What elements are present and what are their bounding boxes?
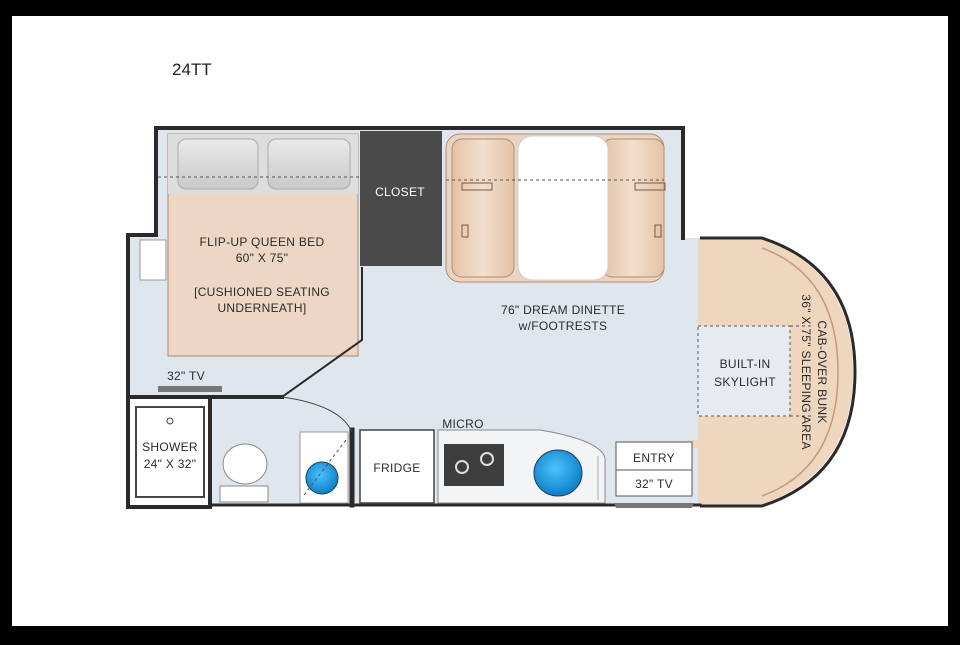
bed-label-line4: UNDERNEATH] xyxy=(217,301,306,315)
seatbelt-right xyxy=(634,182,666,191)
entry-tv-cabinet xyxy=(615,469,693,497)
toilet-tank xyxy=(219,485,269,503)
entry-tv xyxy=(614,503,694,508)
shower-drain xyxy=(166,417,174,425)
bedroom-tv-label: 32" TV xyxy=(167,369,205,383)
footrest-right xyxy=(654,224,662,238)
bath-door-swing xyxy=(281,396,353,433)
skylight-label-line2: SKYLIGHT xyxy=(714,375,776,389)
bunk-label-line1: CAB-OVER BUNK xyxy=(815,320,829,423)
cooktop xyxy=(444,444,504,486)
burner-right-icon xyxy=(480,452,494,466)
model-name: 24TT xyxy=(172,60,212,79)
skylight xyxy=(697,325,791,417)
dinette-table xyxy=(517,135,609,281)
bath-sink xyxy=(305,461,339,495)
dinette-seat-left xyxy=(451,138,515,278)
shower xyxy=(135,406,205,498)
galley-sink xyxy=(533,449,583,497)
bunk-cushion-edge xyxy=(761,247,839,497)
bunk-label-line2: 36" X 75" SLEEPING AREA xyxy=(799,294,813,450)
entry-tv-label: 32" TV xyxy=(635,477,673,491)
shower-label-line2: 24" X 32" xyxy=(144,457,197,471)
cab-outline xyxy=(700,236,857,508)
dinette-label-line2: w/FOOTRESTS xyxy=(518,319,608,333)
entry-label: ENTRY xyxy=(633,451,675,465)
shower-label-line1: SHOWER xyxy=(142,440,198,454)
bed-label-line3: [CUSHIONED SEATING xyxy=(194,285,330,299)
bedroom-tv xyxy=(158,386,222,392)
pillow-left xyxy=(177,138,259,190)
nightstand xyxy=(139,239,167,281)
fridge-label: FRIDGE xyxy=(373,461,420,475)
toilet-icon xyxy=(222,443,268,485)
bed-label-line2: 60" X 75" xyxy=(236,251,289,265)
pillow-right xyxy=(267,138,351,190)
seatbelt-left xyxy=(461,182,493,191)
micro-label: MICRO xyxy=(442,417,484,431)
bed-label-line1: FLIP-UP QUEEN BED xyxy=(200,235,325,249)
fridge xyxy=(359,429,435,504)
skylight-label-line1: BUILT-IN xyxy=(720,357,771,371)
walls xyxy=(126,126,702,509)
closet-block xyxy=(360,131,442,266)
bed-label: FLIP-UP QUEEN BED 60" X 75" [CUSHIONED S… xyxy=(194,235,330,315)
burner-left-icon xyxy=(455,460,469,474)
closet-label: CLOSET xyxy=(375,185,425,199)
dinette-label-line1: 76" DREAM DINETTE xyxy=(501,303,625,317)
dinette-seat-right xyxy=(601,138,665,278)
footrest-left xyxy=(461,224,469,238)
